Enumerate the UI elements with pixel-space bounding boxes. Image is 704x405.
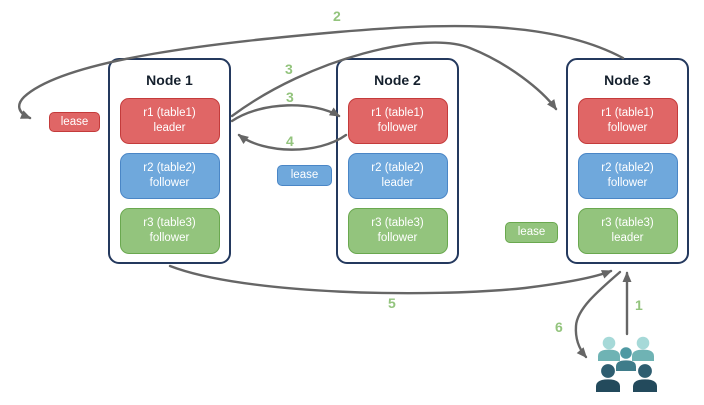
node2-replica-r3: r3 (table3) follower [347, 208, 448, 254]
step-label-4: 4 [286, 133, 294, 149]
replica-role: follower [377, 232, 418, 244]
replica-role: leader [381, 177, 414, 189]
replica-name: r2 (table2) [143, 162, 196, 175]
lease-badge-r3: lease [505, 222, 558, 243]
step-label-3a: 3 [285, 61, 293, 77]
replica-role: leader [611, 232, 644, 244]
node3-replica-r2: r2 (table2) follower [577, 153, 678, 199]
replica-name: r3 (table3) [371, 217, 424, 230]
step-label-1: 1 [635, 297, 643, 313]
node3-replica-r3: r3 (table3) leader [577, 208, 678, 254]
step-label-6: 6 [555, 319, 563, 335]
replica-role: leader [153, 122, 186, 134]
replica-name: r3 (table3) [143, 217, 196, 230]
step-label-5: 5 [388, 295, 396, 311]
node2-replica-r2: r2 (table2) leader [347, 153, 448, 199]
replica-role: follower [607, 177, 648, 189]
replica-role: follower [607, 122, 648, 134]
replica-name: r2 (table2) [371, 162, 424, 175]
step-label-3b: 3 [286, 89, 294, 105]
replica-role: follower [377, 122, 418, 134]
lease-badge-r2: lease [277, 165, 332, 186]
step-label-2: 2 [333, 8, 341, 24]
node1-replica-r2: r2 (table2) follower [119, 153, 220, 199]
replica-role: follower [149, 177, 190, 189]
node1-replica-r3: r3 (table3) follower [119, 208, 220, 254]
replica-role: follower [149, 232, 190, 244]
replica-name: r2 (table2) [601, 162, 654, 175]
replica-name: r3 (table3) [601, 217, 654, 230]
